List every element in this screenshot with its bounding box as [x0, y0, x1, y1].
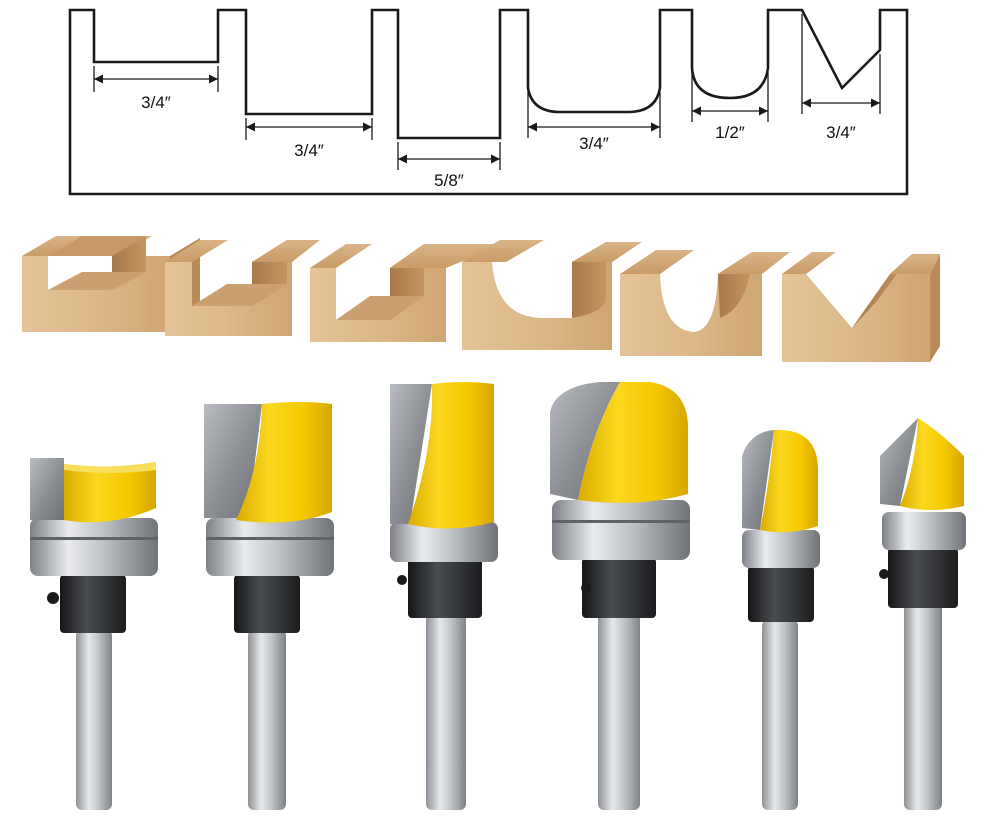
- wood-sample-straight-deep: [165, 240, 320, 336]
- dim-label-v-groove-3-4: 3/4″: [826, 123, 856, 142]
- yellow-cutter-body: [408, 382, 494, 529]
- carbide-cutter: [204, 404, 262, 518]
- router-bit-bowl-3-4: [550, 382, 690, 810]
- carbide-cutter: [742, 430, 774, 530]
- router-bits: [30, 382, 966, 810]
- wood-sample-bowl: [462, 240, 642, 350]
- router-bit-straight-5-8: [390, 382, 498, 810]
- router-bit-straight-3-4-shallow: [30, 458, 158, 810]
- dimension-labels: 3/4″ 3/4″ 5/8″ 3/4″ 1/2″ 3/4″: [141, 93, 856, 190]
- wood-samples: [22, 236, 940, 362]
- yellow-cutter-body: [760, 429, 818, 533]
- router-bit-v-groove-3-4: [879, 418, 966, 810]
- yellow-cutter-body: [578, 382, 688, 503]
- dim-label-straight-3-4: 3/4″: [141, 93, 171, 112]
- wood-sample-straight-narrow: [310, 244, 504, 342]
- dim-label-straight-5-8: 5/8″: [434, 171, 464, 190]
- carbide-cutter: [550, 382, 620, 500]
- carbide-cutter: [390, 384, 432, 524]
- yellow-cutter-body: [64, 462, 156, 523]
- dim-label-straight-3-4-deep: 3/4″: [294, 141, 324, 160]
- dim-label-bowl-3-4: 3/4″: [579, 134, 609, 153]
- carbide-cutter: [30, 458, 64, 520]
- carbide-cutter: [880, 418, 918, 506]
- router-bit-round-1-2: [742, 429, 820, 810]
- wood-sample-v-groove: [782, 252, 940, 362]
- yellow-cutter-body: [236, 402, 332, 523]
- yellow-cutter-body: [900, 418, 964, 510]
- router-bit-straight-3-4-deep: [204, 402, 334, 810]
- dimension-lines: [93, 14, 881, 170]
- dim-label-round-1-2: 1/2″: [715, 123, 745, 142]
- profile-outline: [68, 8, 909, 196]
- wood-sample-round: [620, 250, 790, 356]
- profile-diagram: 3/4″ 3/4″ 5/8″ 3/4″ 1/2″ 3/4″: [68, 8, 909, 196]
